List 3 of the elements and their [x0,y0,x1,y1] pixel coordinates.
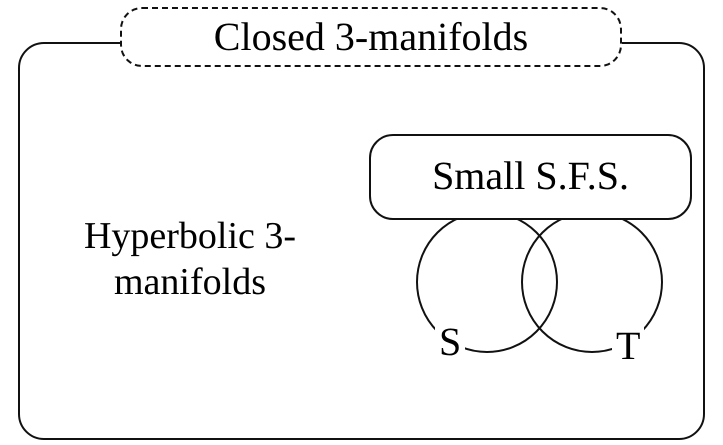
set-box: Small S.F.S. [369,134,692,220]
region-label: Hyperbolic 3-manifolds [82,214,298,305]
set-title: Closed 3-manifolds [120,7,622,67]
